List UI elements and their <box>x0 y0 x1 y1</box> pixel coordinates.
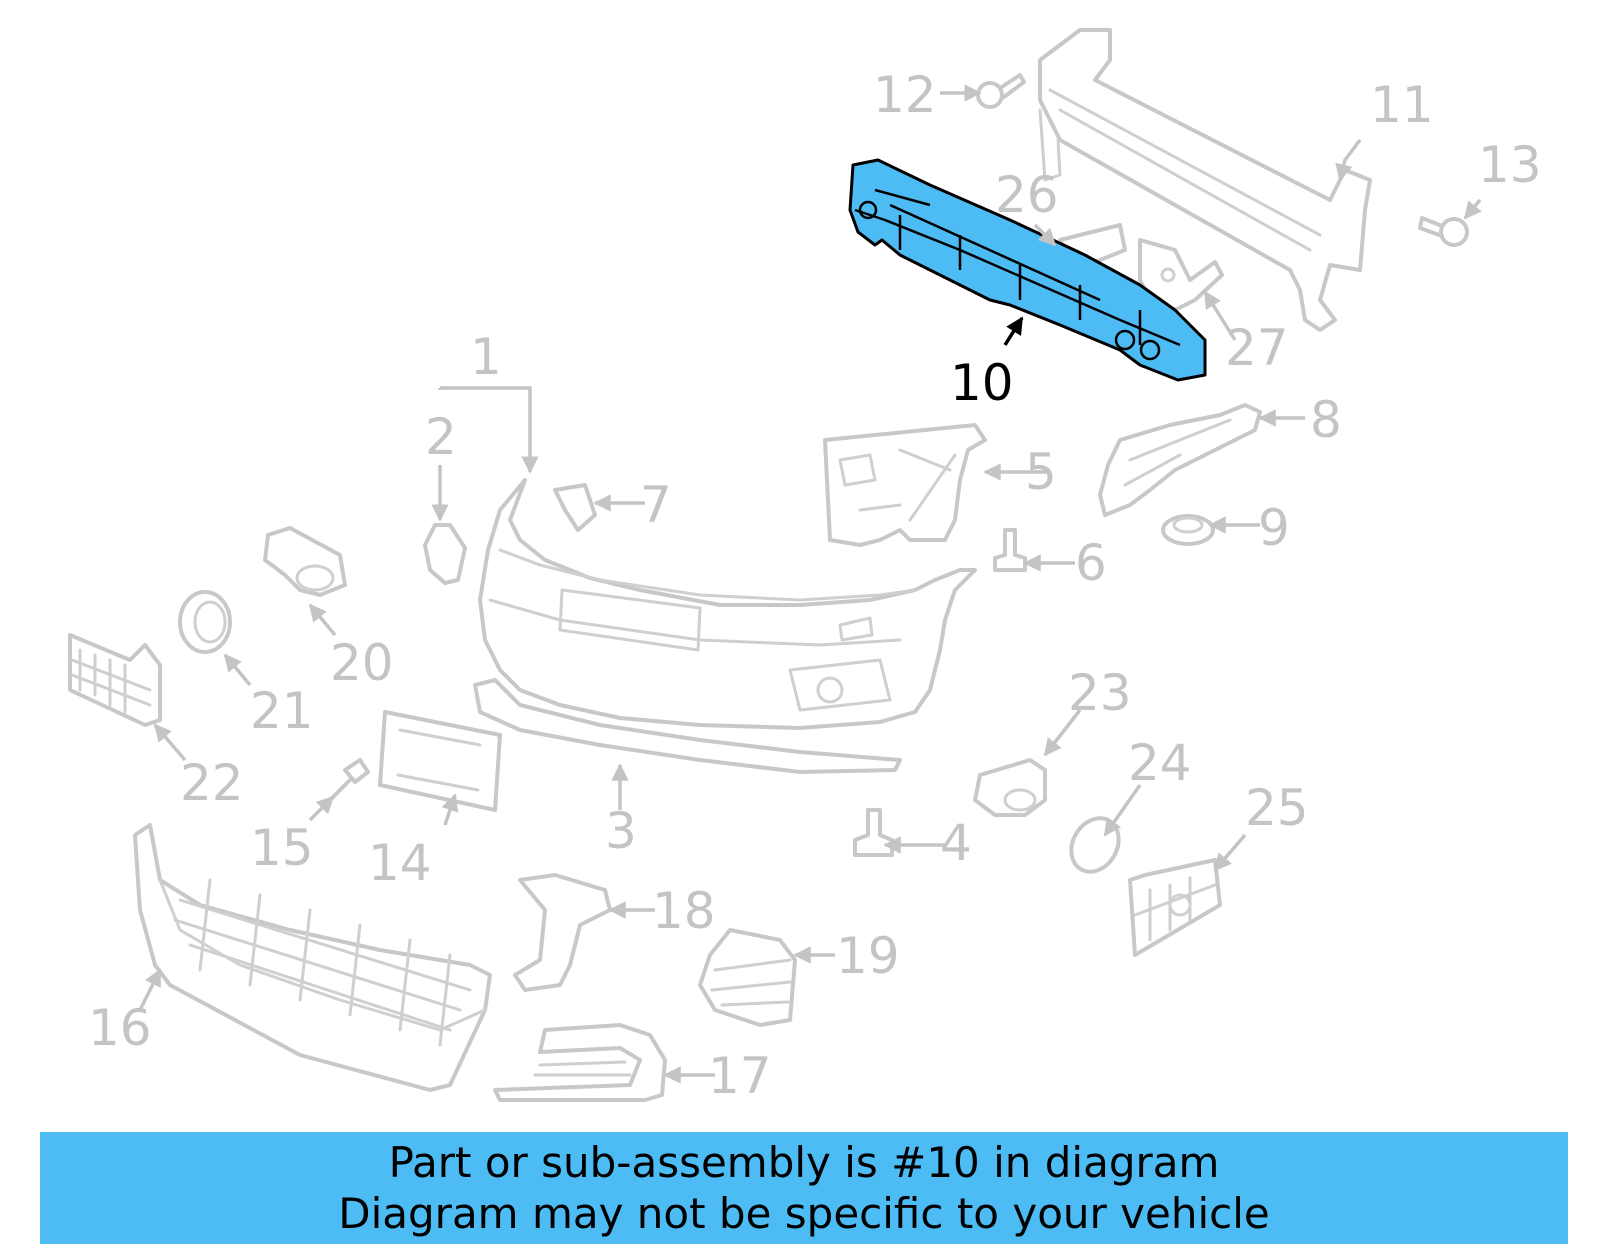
callout-9: 9 <box>1258 499 1290 557</box>
part-4-screw <box>853 808 894 857</box>
part-12-bolt <box>976 73 1026 109</box>
part-25-bracket <box>1128 858 1222 957</box>
caption-line-1: Part or sub-assembly is #10 in diagram <box>388 1138 1220 1187</box>
part-19-fog-trim <box>698 928 797 1027</box>
callout-4: 4 <box>940 814 972 872</box>
part-5-bracket <box>823 423 987 547</box>
callout-3: 3 <box>605 802 637 860</box>
part-21-ring <box>178 590 232 654</box>
callout-23: 23 <box>1068 664 1132 722</box>
callout-21: 21 <box>250 682 314 740</box>
callout-26: 26 <box>995 166 1059 224</box>
caption-banner: Part or sub-assembly is #10 in diagram D… <box>40 1132 1568 1244</box>
callout-24: 24 <box>1128 734 1192 792</box>
callout-1: 1 <box>470 328 502 386</box>
leader-lines <box>138 84 1482 1084</box>
callout-19: 19 <box>836 927 900 985</box>
part-20-sensor <box>263 526 347 597</box>
part-13-bolt <box>1418 216 1469 247</box>
callout-labels: 1 2 3 4 5 6 7 8 9 10 11 12 13 14 15 16 1… <box>88 66 1542 1105</box>
callout-12: 12 <box>873 66 937 124</box>
part-2-cap <box>423 523 467 585</box>
callout-6: 6 <box>1075 534 1107 592</box>
part-10-body <box>848 158 1207 382</box>
callout-14: 14 <box>368 834 432 892</box>
part-15-pin <box>328 758 370 802</box>
callout-10: 10 <box>950 354 1014 412</box>
part-10-absorber <box>848 158 1207 382</box>
callout-17: 17 <box>708 1047 772 1105</box>
part-8-guide <box>1098 403 1262 517</box>
callout-11: 11 <box>1370 76 1434 134</box>
callout-27: 27 <box>1225 319 1289 377</box>
callout-2: 2 <box>425 408 457 466</box>
callout-7: 7 <box>640 476 672 534</box>
part-24-ring <box>1069 816 1121 874</box>
caption-line-2: Diagram may not be specific to your vehi… <box>338 1189 1270 1238</box>
callout-22: 22 <box>180 754 244 812</box>
part-3-spoiler <box>473 678 902 774</box>
callout-15: 15 <box>250 819 314 877</box>
part-9-grommet <box>1161 514 1215 546</box>
part-18-bracket <box>513 873 612 992</box>
part-1-bumper-cover <box>478 478 977 730</box>
part-17-trim <box>493 1023 667 1102</box>
part-7-clip <box>553 483 597 532</box>
callout-25: 25 <box>1245 779 1309 837</box>
callout-8: 8 <box>1310 391 1342 449</box>
part-23-sensor <box>973 758 1047 817</box>
part-22-bracket <box>68 633 162 727</box>
part-11-reinforcement <box>1038 28 1372 332</box>
callout-18: 18 <box>652 882 716 940</box>
part-14-plate-bracket <box>378 710 502 812</box>
callout-20: 20 <box>330 634 394 692</box>
callout-13: 13 <box>1478 136 1542 194</box>
part-16-grille <box>133 823 492 1092</box>
callout-16: 16 <box>88 999 152 1057</box>
part-6-screw <box>993 528 1027 572</box>
callout-5: 5 <box>1025 443 1057 501</box>
